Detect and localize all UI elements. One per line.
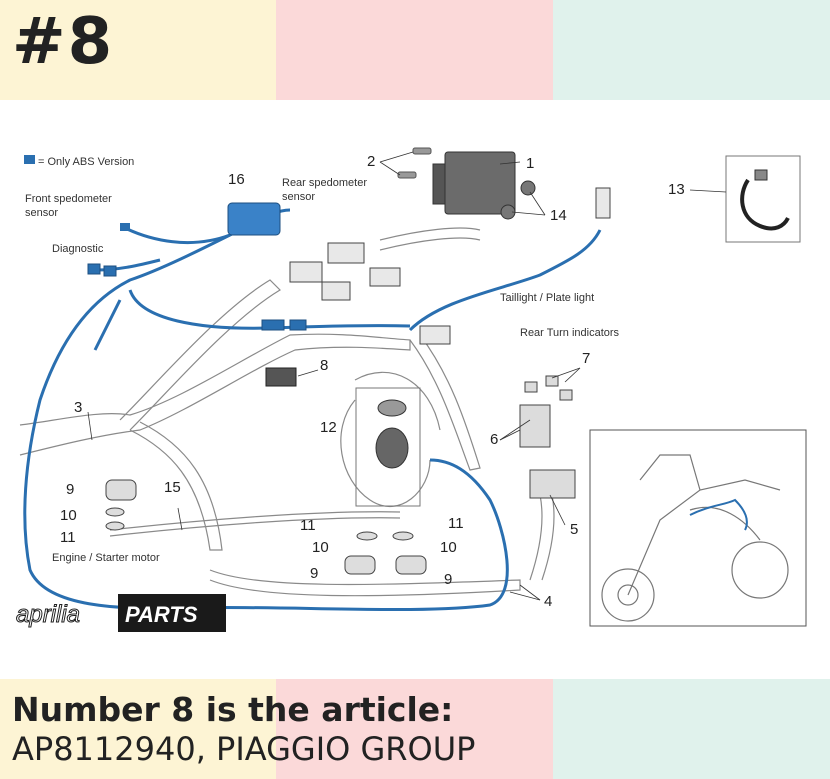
abs-legend-swatch <box>24 155 35 164</box>
callout-13: 13 <box>668 181 685 198</box>
callout-5: 5 <box>570 521 578 538</box>
callout-7: 7 <box>582 350 590 367</box>
abs-wire-front-sensor <box>124 226 231 245</box>
callout-9b: 9 <box>310 565 318 582</box>
callout-6: 6 <box>490 431 498 448</box>
motorcycle-harness <box>689 498 748 531</box>
item-number-badge: #8 <box>12 5 115 79</box>
abs-inline-connector <box>261 319 285 331</box>
label-diagnostic: Diagnostic <box>52 243 104 255</box>
wiring-diagram: = Only ABS Version <box>16 147 807 632</box>
item-8-cap <box>265 367 297 387</box>
label-front-sensor: Front spedometer <box>25 193 112 205</box>
motorcycle-illustration <box>601 454 789 622</box>
abs-wire-rear <box>408 229 602 332</box>
front-sensor-plug <box>120 223 130 231</box>
callout-1: 1 <box>526 155 534 172</box>
callout-2: 2 <box>367 153 375 170</box>
relay-box-outline <box>355 387 421 507</box>
bolts <box>397 147 432 179</box>
label-taillight: Taillight / Plate light <box>500 292 594 304</box>
regulator-wire-b <box>379 237 481 251</box>
legend-text: = Only ABS Version <box>38 156 134 168</box>
callout-11c: 11 <box>448 515 464 532</box>
wire-5b <box>541 494 555 581</box>
top-color-band <box>0 0 830 100</box>
diagnostic-connector-a <box>87 263 101 275</box>
caption-article: AP8112940, PIAGGIO GROUP <box>12 730 476 768</box>
bottom-color-band <box>0 679 830 779</box>
harness-branch-upper <box>119 279 281 431</box>
relay-loop <box>340 399 431 507</box>
label-rear-sensor: Rear spedometer <box>282 177 367 189</box>
callout-8: 8 <box>320 357 328 374</box>
callout-10c: 10 <box>440 539 457 556</box>
connector-block <box>289 242 401 301</box>
wire-15 <box>109 511 401 531</box>
label-front-sensor-2: sensor <box>25 207 58 219</box>
relay <box>375 427 409 469</box>
callout-3: 3 <box>74 399 82 416</box>
callout-10b: 10 <box>312 539 329 556</box>
diagnostic-connector-b <box>103 265 117 277</box>
callout-9c: 9 <box>444 571 452 588</box>
rear-connectors <box>419 187 611 345</box>
cable-clamp <box>740 178 790 231</box>
harness-branch-lower <box>129 421 223 551</box>
logo-brand: aprilia <box>16 601 80 628</box>
terminal-hardware <box>105 479 427 575</box>
wire-15b <box>109 517 401 537</box>
callout-9a: 9 <box>66 481 74 498</box>
callout-11b: 11 <box>300 517 316 534</box>
logo-parts: PARTS <box>125 602 198 627</box>
turn-indicator-connectors <box>519 375 576 499</box>
relay-cap <box>377 399 407 417</box>
harness-rear-section <box>409 334 481 471</box>
regulator-wire <box>379 227 481 241</box>
abs-wire-down <box>93 299 122 351</box>
callout-16: 16 <box>228 171 245 188</box>
callout-15: 15 <box>164 479 181 496</box>
callout-14: 14 <box>550 207 567 224</box>
label-engine: Engine / Starter motor <box>52 552 160 564</box>
label-rear-sensor-2: sensor <box>282 191 315 203</box>
label-rear-turn: Rear Turn indicators <box>520 327 620 339</box>
caption-title: Number 8 is the article: <box>12 690 454 729</box>
harness-main-bundle <box>19 333 411 456</box>
callout-10a: 10 <box>60 507 77 524</box>
clamp-head <box>754 169 768 181</box>
nuts <box>500 180 536 220</box>
abs-wire-diagnostic <box>94 258 161 272</box>
abs-wire-main <box>23 228 509 612</box>
callout-12: 12 <box>320 419 337 436</box>
motorcycle-inset-frame <box>589 429 807 627</box>
wire-5 <box>529 494 543 581</box>
fuse-box-loop <box>354 371 441 431</box>
abs-inline-connector-b <box>289 319 307 331</box>
abs-control-unit <box>227 202 281 236</box>
callout-11a: 11 <box>60 529 76 546</box>
aprilia-parts-logo: aprilia PARTS <box>16 594 226 632</box>
voltage-regulator <box>432 151 516 215</box>
callout-4: 4 <box>544 593 552 610</box>
